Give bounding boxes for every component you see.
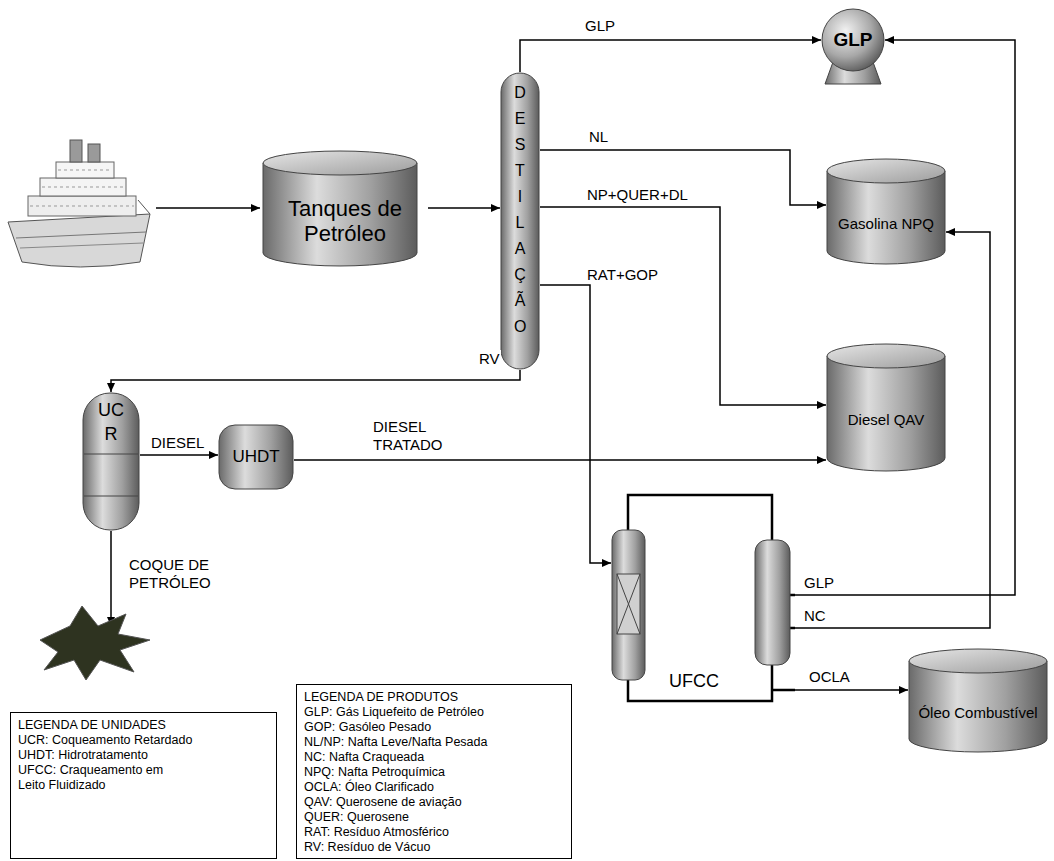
stream-label: RV (478, 350, 501, 368)
legend-entry: NL/NP: Nafta Leve/Nafta Pesada (304, 735, 487, 750)
legend-title: LEGENDA DE UNIDADES (18, 718, 166, 733)
coke-flow (110, 531, 112, 626)
node-label: UFCC (669, 671, 719, 692)
storage-cylinder: Óleo Combustível (908, 648, 1048, 752)
cyl-outline (826, 158, 946, 264)
legend-entry: UFCC: Craqueamento em Leito Fluidizado (18, 763, 193, 793)
node-label: UHDT (232, 447, 279, 467)
cyl-outline (826, 343, 946, 471)
stream-label: DIESEL (150, 434, 205, 452)
legend-entry: QAV: Querosene de aviação (304, 795, 462, 810)
storage-cylinder: Diesel QAV (826, 343, 946, 471)
legend-box: LEGENDA DE PRODUTOSGLP: Gás Liquefeito d… (296, 684, 572, 859)
cyl-outline (908, 648, 1048, 752)
flow-line (294, 459, 826, 461)
flow-line (795, 232, 990, 628)
storage-cylinder: Gasolina NPQ (826, 158, 946, 264)
node-label: DESTILAÇÃO (514, 80, 526, 340)
legend-entry: RAT: Resíduo Atmosférico (304, 825, 449, 840)
legend-entry: NPQ: Nafta Petroquímica (304, 765, 445, 780)
legend-title: LEGENDA DE PRODUTOS (304, 690, 458, 705)
ship-flow (156, 207, 260, 209)
flow-line (540, 285, 611, 563)
node-label: GLP (833, 29, 872, 51)
coker-vessel: UC R (82, 392, 140, 531)
node-label: Tanques de Petróleo (262, 196, 428, 247)
flow-line (428, 207, 500, 209)
stream-label: DIESEL TRATADO (372, 418, 454, 454)
legend-entry: QUER: Querosene (304, 810, 409, 825)
legend-box: LEGENDA DE UNIDADESUCR: Coqueamento Reta… (10, 712, 277, 859)
lpg-sphere: GLP (821, 8, 885, 72)
product-label: COQUE DE PETRÓLEO (128, 556, 230, 592)
legend-entry: GLP: Gás Liquefeito de Petróleo (304, 705, 484, 720)
flow-line (111, 370, 520, 392)
legend-entry: RV: Resíduo de Vácuo (304, 840, 430, 855)
stream-label: GLP (584, 17, 616, 35)
node-label: Óleo Combustível (918, 704, 1037, 721)
legend-entry: NC: Nafta Craqueada (304, 750, 424, 765)
stream-label: NL (588, 128, 609, 146)
stream-label: NC (803, 607, 827, 625)
fcc-unit: UFCC (611, 478, 795, 705)
legend-entry: GOP: Gasóleo Pesado (304, 720, 431, 735)
tank-cylinder: Tanques de Petróleo (262, 150, 428, 266)
distillation-column: DESTILAÇÃO (500, 72, 540, 370)
flow-line (540, 150, 826, 205)
coke-pile (40, 606, 150, 680)
flow-line (795, 40, 1015, 595)
legend-entry: UCR: Coqueamento Retardado (18, 733, 192, 748)
node-label: UC R (96, 398, 126, 446)
ship-illustration (8, 140, 150, 267)
flow-line (140, 454, 218, 456)
ufcc-outline (611, 478, 795, 705)
flow-line (795, 689, 908, 691)
stream-label: GLP (803, 574, 835, 592)
node-label: Gasolina NPQ (838, 215, 934, 232)
node-label: Diesel QAV (848, 411, 924, 428)
stream-label: NP+QUER+DL (586, 186, 689, 204)
flow-line (540, 207, 826, 405)
flow-line (520, 40, 821, 72)
hdt-unit: UHDT (218, 424, 294, 490)
stream-label: OCLA (808, 668, 851, 686)
stream-label: RAT+GOP (586, 266, 659, 284)
legend-entry: OCLA: Óleo Clarificado (304, 780, 434, 795)
legend-entry: UHDT: Hidrotratamento (18, 748, 148, 763)
